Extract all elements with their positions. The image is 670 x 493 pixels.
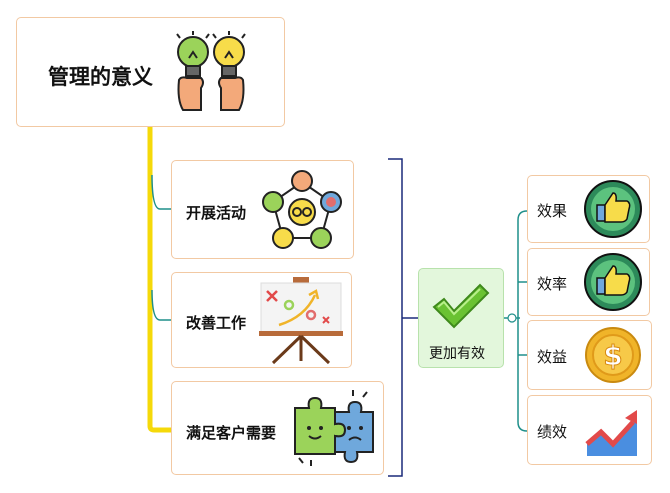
lightbulbs-icon [176,31,246,111]
root-trunk [147,127,171,433]
left-bracket [388,158,403,477]
collapse-toggle [507,313,517,323]
root-node[interactable]: 管理的意义 [16,17,285,127]
result-label: 效果 [537,202,568,220]
puzzle-pieces-icon [294,390,374,466]
dollar-coin-icon: $ [585,327,641,383]
result-node-benefit[interactable]: 效益 $ [527,320,652,390]
branch-label: 改善工作 [186,314,247,332]
result-node-performance[interactable]: 绩效 [527,395,652,465]
svg-text:$: $ [603,339,622,372]
center-label: 更加有效 [429,346,485,362]
growth-chart-icon [585,410,637,456]
center-node-more-effective[interactable]: 更加有效 [418,268,504,368]
team-network-icon [262,170,342,249]
thumbs-up-icon [584,253,642,311]
result-label: 绩效 [537,423,568,441]
branch-line-2 [151,289,171,321]
branch-label: 开展活动 [186,204,247,222]
result-label: 效益 [537,348,568,366]
result-label: 效率 [537,275,568,293]
branch-line-1 [151,174,171,210]
branch-node-activities[interactable]: 开展活动 [171,160,354,259]
whiteboard-strategy-icon [259,277,343,365]
branch-node-improve-work[interactable]: 改善工作 [171,272,352,368]
thumbs-up-icon [584,180,642,238]
checkmark-icon [432,283,490,329]
branch-node-customer-needs[interactable]: 满足客户需要 [171,381,384,475]
results-bracket [517,210,528,432]
root-title: 管理的意义 [48,65,153,89]
result-node-efficiency[interactable]: 效率 [527,248,650,316]
branch-label: 满足客户需要 [186,424,277,442]
result-node-effect[interactable]: 效果 [527,175,650,243]
